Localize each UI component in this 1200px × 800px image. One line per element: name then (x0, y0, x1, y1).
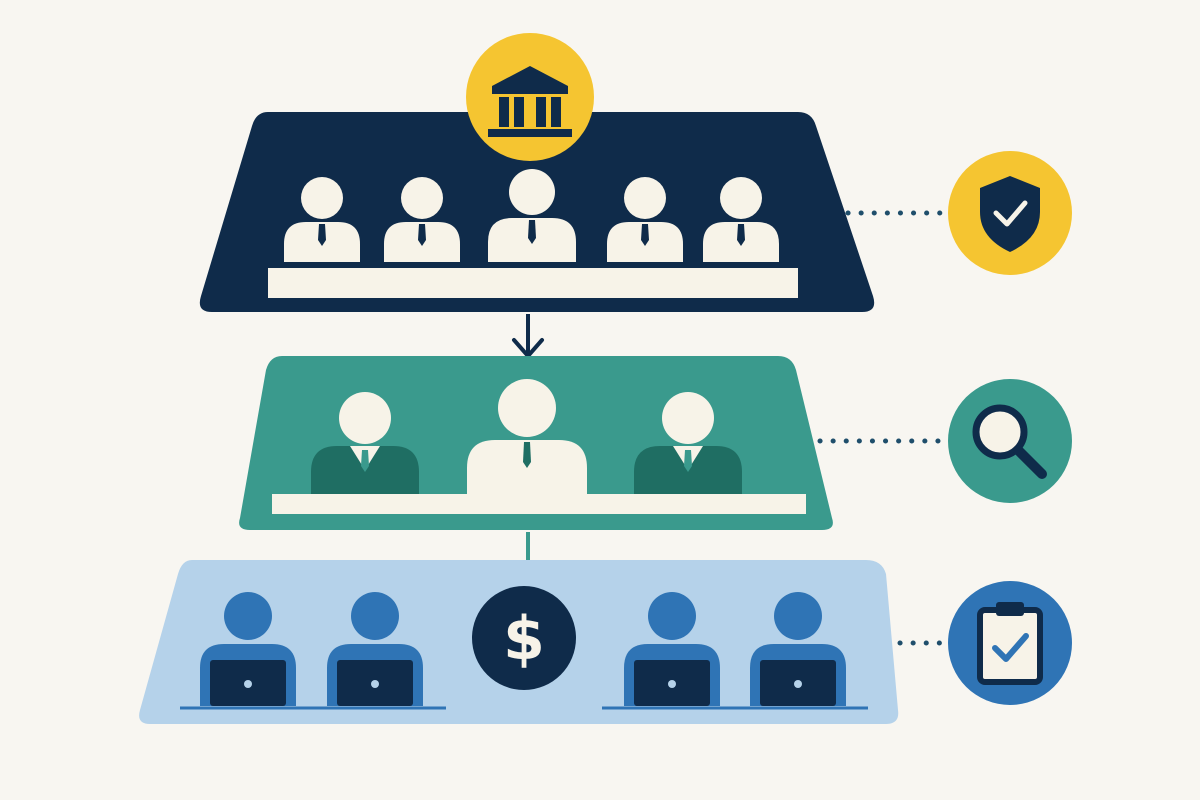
committee-member (311, 392, 419, 494)
committee-member (634, 392, 742, 494)
shield-check-icon (948, 151, 1072, 275)
board-member-chair (488, 169, 576, 262)
board-member (384, 177, 460, 262)
board-table (268, 268, 798, 298)
board-member (703, 177, 779, 262)
dollar-icon: $ (472, 586, 576, 690)
committee-tier (239, 356, 833, 530)
staff-member (750, 592, 846, 706)
committee-member-lead (467, 379, 587, 494)
staff-member (624, 592, 720, 706)
staff-tier: $ (139, 560, 899, 724)
board-member (607, 177, 683, 262)
staff-member (327, 592, 423, 706)
magnifier-icon (948, 379, 1072, 503)
staff-member (200, 592, 296, 706)
board-member (284, 177, 360, 262)
bank-icon (466, 33, 594, 161)
clipboard-check-icon (948, 581, 1072, 705)
dollar-symbol: $ (503, 604, 545, 674)
committee-table (272, 494, 806, 514)
board-tier (199, 112, 875, 312)
